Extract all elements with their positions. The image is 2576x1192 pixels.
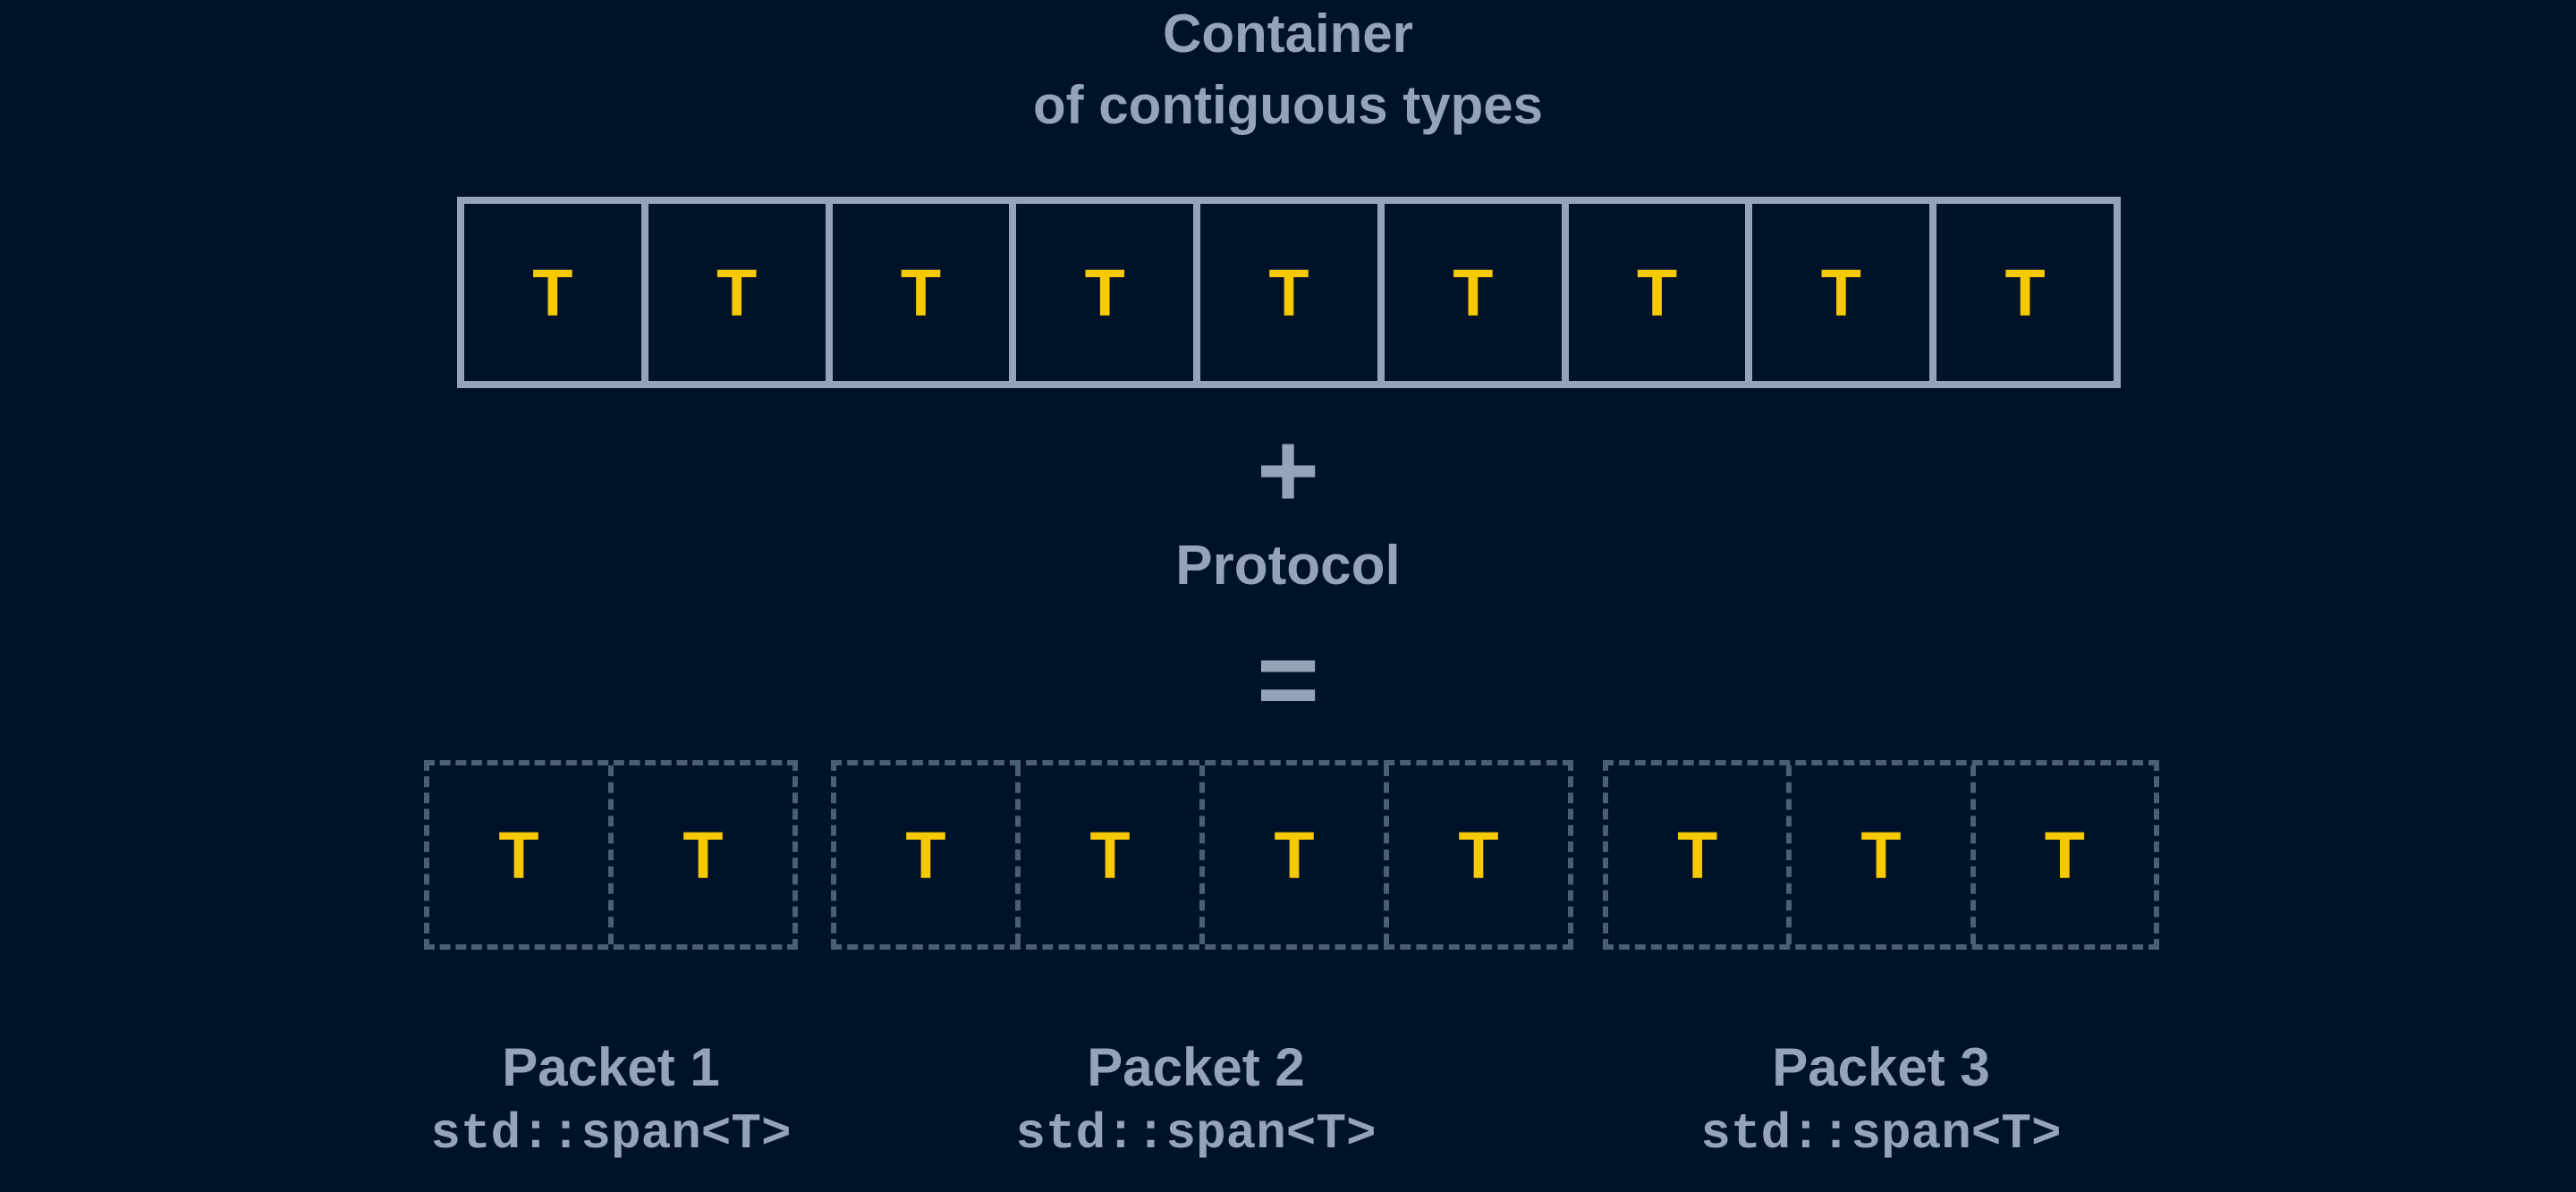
plus-sign: + <box>1256 410 1320 530</box>
container-cell: T <box>1561 204 1746 381</box>
container-cell: T <box>1377 204 1562 381</box>
packet-2-caption: Packet 2 std::span<T> <box>928 1037 1464 1162</box>
container-cell: T <box>1193 204 1377 381</box>
packet-cell: T <box>608 765 792 944</box>
packet-type: std::span<T> <box>1015 1105 1377 1162</box>
container-subtitle: of contiguous types <box>1033 75 1543 135</box>
container-cell: T <box>1745 204 1929 381</box>
packet-3-caption: Packet 3 std::span<T> <box>1613 1037 2149 1162</box>
packet-cell: T <box>1384 765 1568 944</box>
packet-3-box: T T T <box>1603 760 2159 950</box>
packet-2-box: T T T T <box>831 760 1573 950</box>
container-cell: T <box>1009 204 1193 381</box>
packet-name: Packet 1 <box>502 1037 720 1097</box>
packet-cell: T <box>905 817 946 892</box>
packet-cell: T <box>498 817 539 892</box>
container-cell: T <box>532 255 573 330</box>
packet-cell: T <box>1677 817 1718 892</box>
container-cell: T <box>825 204 1010 381</box>
packet-1-caption: Packet 1 std::span<T> <box>343 1037 879 1162</box>
equals-sign: = <box>1256 620 1320 740</box>
packet-type: std::span<T> <box>430 1105 792 1162</box>
packet-cell: T <box>1786 765 1970 944</box>
container-cell: T <box>640 204 826 381</box>
packet-cell: T <box>1199 765 1384 944</box>
container-title: Container <box>1162 4 1414 63</box>
protocol-label: Protocol <box>1175 535 1401 596</box>
packet-type: std::span<T> <box>1700 1105 2062 1162</box>
packet-cell: T <box>1015 765 1199 944</box>
packet-name: Packet 3 <box>1772 1037 1990 1097</box>
packet-cell: T <box>1970 765 2154 944</box>
packet-1-box: T T <box>424 760 798 950</box>
container-cell: T <box>1929 204 2114 381</box>
packet-name: Packet 2 <box>1087 1037 1305 1097</box>
contiguous-container: T T T T T T T T T <box>457 197 2121 388</box>
